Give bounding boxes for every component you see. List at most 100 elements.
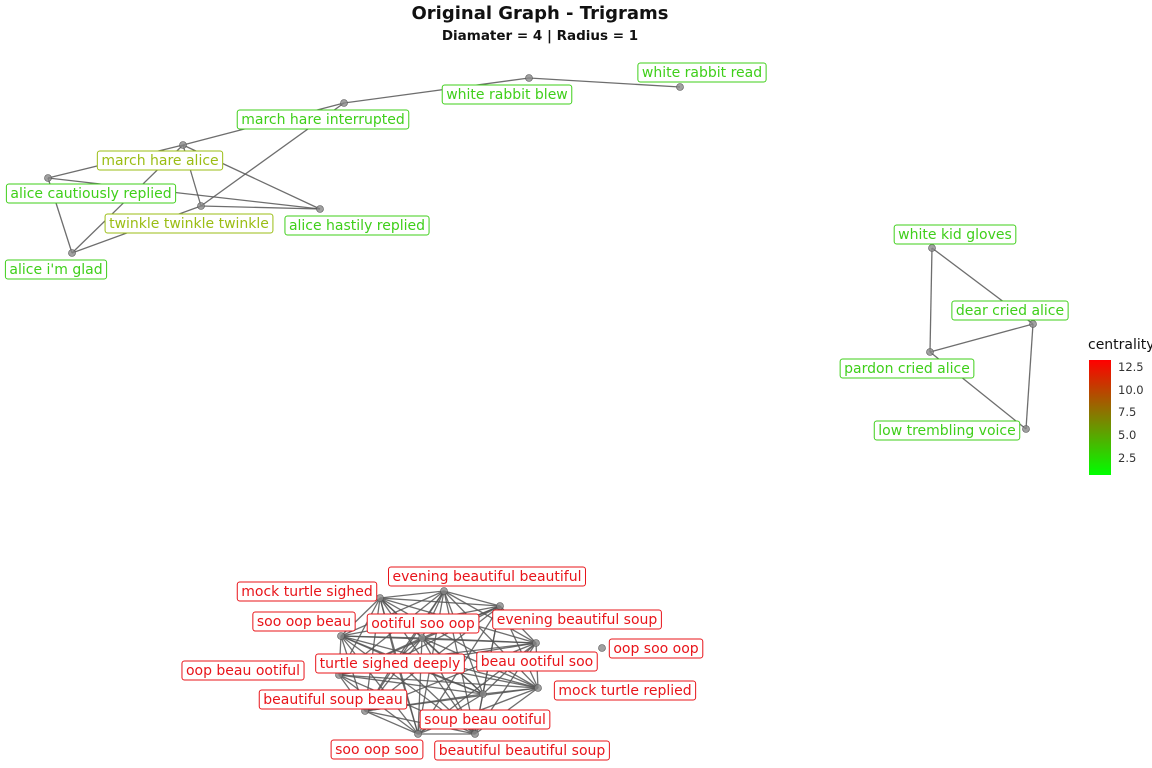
node-label-text: dear cried alice <box>956 303 1064 319</box>
node-label-text: ootiful soo oop <box>371 616 475 632</box>
node-label: mock turtle replied <box>553 680 697 701</box>
node-label-box <box>839 358 975 379</box>
graph-node <box>337 632 345 640</box>
node-label-box <box>476 651 598 672</box>
node-label-text: evening beautiful soup <box>497 612 658 628</box>
node-label-box <box>181 660 305 681</box>
graph-node <box>676 83 684 91</box>
centrality-legend: centrality 12.5 10.0 7.5 5.0 2.5 <box>1088 337 1152 475</box>
node-label-box <box>5 183 177 204</box>
node-label: soup beau ootiful <box>419 709 551 730</box>
node-label-box <box>4 259 108 280</box>
node-label-box <box>388 566 586 587</box>
node-label: soo oop soo <box>330 739 424 760</box>
graph-node <box>440 587 448 595</box>
node-label: beautiful soup beau <box>258 689 408 710</box>
node-label: evening beautiful soup <box>492 609 662 630</box>
graph-edge <box>338 674 484 695</box>
graph-edge <box>200 205 321 210</box>
graph-node <box>598 644 606 652</box>
node-label: alice hastily replied <box>284 215 430 236</box>
node-label: white rabbit read <box>637 62 767 83</box>
node-label: low trembling voice <box>873 420 1021 441</box>
graph-edge <box>379 597 501 607</box>
graph-edge <box>443 590 484 695</box>
node-label: alice cautiously replied <box>5 183 177 204</box>
node-label: pardon cried alice <box>839 358 975 379</box>
graph-node <box>479 690 487 698</box>
node-label-box <box>608 638 704 659</box>
node-label-box <box>330 739 424 760</box>
graph-node <box>179 141 187 149</box>
node-label-text: mock turtle sighed <box>241 584 372 600</box>
legend-tick-label: 10.0 <box>1118 383 1144 397</box>
graph-edge <box>482 687 539 695</box>
node-label-text: alice hastily replied <box>289 218 425 234</box>
graph-node <box>534 684 542 692</box>
node-label-text: evening beautiful beautiful <box>393 569 582 585</box>
node-label-box <box>419 709 551 730</box>
graph-edge <box>1025 323 1034 430</box>
graph-node <box>532 639 540 647</box>
graph-edge <box>340 635 419 735</box>
node-label-box <box>434 740 610 761</box>
graph-node <box>418 634 426 642</box>
node-label: soo oop beau <box>252 611 356 632</box>
node-label: white kid gloves <box>893 224 1017 245</box>
graph-node <box>496 602 504 610</box>
node-label-box <box>258 689 408 710</box>
node-label-box <box>96 150 224 171</box>
graph-edge <box>364 710 419 735</box>
node-label-text: beautiful beautiful soup <box>439 743 606 759</box>
graph-node <box>471 730 479 738</box>
legend-tick-label: 7.5 <box>1118 405 1137 419</box>
node-label: mock turtle sighed <box>236 581 378 602</box>
node-label: evening beautiful beautiful <box>388 566 586 587</box>
node-label: ootiful soo oop <box>366 613 480 634</box>
node-label-text: march hare interrupted <box>241 112 405 128</box>
node-label-box <box>893 224 1017 245</box>
node-label: alice i'm glad <box>4 259 108 280</box>
graph-edge <box>443 590 539 689</box>
node-label: march hare interrupted <box>236 109 410 130</box>
node-label-text: soup beau ootiful <box>424 712 546 728</box>
graph-edge <box>929 247 933 353</box>
node-label-text: alice cautiously replied <box>10 186 171 202</box>
node-label: white rabbit blew <box>441 84 573 105</box>
nodes <box>44 74 1037 738</box>
graph-node <box>68 249 76 257</box>
node-label-text: low trembling voice <box>878 423 1015 439</box>
legend-color-bar <box>1089 360 1111 475</box>
graph-edge <box>528 77 681 88</box>
node-label: beautiful beautiful soup <box>434 740 610 761</box>
node-label-box <box>637 62 767 83</box>
node-label: oop soo oop <box>608 638 704 659</box>
node-label-text: white rabbit read <box>642 65 762 81</box>
node-label-text: pardon cried alice <box>844 361 970 377</box>
node-label-text: beautiful soup beau <box>263 692 403 708</box>
graph-node <box>44 174 52 182</box>
edges <box>47 77 1034 735</box>
node-label-box <box>553 680 697 701</box>
page-title: Original Graph - Trigrams <box>411 3 669 24</box>
node-label-box <box>951 300 1069 321</box>
graph-node <box>197 202 205 210</box>
node-label-text: twinkle twinkle twinkle <box>109 216 269 232</box>
graph-node <box>1022 425 1030 433</box>
graph-edge <box>379 590 445 599</box>
node-label-text: mock turtle replied <box>558 683 691 699</box>
node-label-text: beau ootiful soo <box>481 654 593 670</box>
legend-tick-label: 12.5 <box>1118 360 1144 374</box>
node-label-text: march hare alice <box>101 153 218 169</box>
graph-edge <box>379 597 539 689</box>
graph-node <box>525 74 533 82</box>
legend-tick-label: 5.0 <box>1118 428 1137 442</box>
node-label-box <box>366 613 480 634</box>
graph-node <box>316 205 324 213</box>
node-label: twinkle twinkle twinkle <box>104 213 274 234</box>
node-label-box <box>252 611 356 632</box>
node-label-box <box>873 420 1021 441</box>
graph-edge <box>443 590 537 644</box>
graph-node <box>376 594 384 602</box>
graph-edge <box>47 177 321 210</box>
